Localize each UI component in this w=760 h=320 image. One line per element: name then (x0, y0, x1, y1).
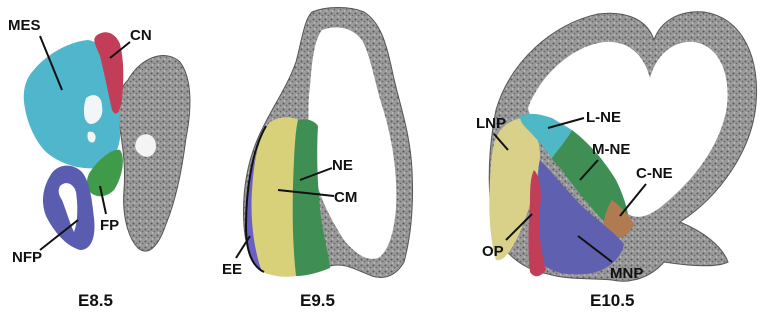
panel-e8-5: MES CN FP NFP E8.5 (8, 17, 190, 310)
panel-e9-5: NE CM EE E9.5 (222, 8, 413, 311)
label-fp: FP (100, 217, 119, 234)
label-cn: CN (130, 27, 152, 44)
label-c-ne: C-NE (636, 165, 673, 182)
label-mnp: MNP (610, 265, 643, 282)
label-op: OP (482, 243, 504, 260)
label-mes: MES (8, 17, 41, 34)
label-m-ne: M-NE (592, 141, 630, 158)
stage-label-e8-5: E8.5 (78, 291, 113, 310)
label-nfp: NFP (12, 249, 42, 266)
label-lnp: LNP (476, 115, 506, 132)
e85-gray-lobe (117, 56, 189, 252)
panel-e10-5: LNP L-NE M-NE C-NE OP MNP E10.5 (476, 12, 757, 310)
label-cm: CM (334, 189, 357, 206)
stage-label-e10-5: E10.5 (590, 291, 634, 310)
label-ne: NE (332, 157, 353, 174)
label-ee: EE (222, 261, 242, 278)
stage-label-e9-5: E9.5 (300, 291, 335, 310)
label-l-ne: L-NE (586, 109, 621, 126)
